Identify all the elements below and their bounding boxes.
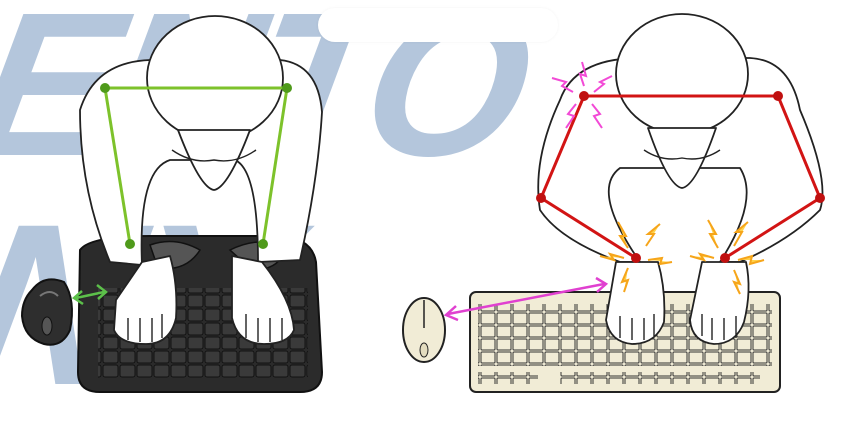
joint-dot <box>579 91 589 101</box>
joint-dot <box>125 239 135 249</box>
correct-posture-panel <box>22 16 322 392</box>
standard-mouse <box>403 298 445 362</box>
joint-dot <box>282 83 292 93</box>
head <box>616 14 748 134</box>
joint-dot <box>258 239 268 249</box>
right-hand <box>690 262 749 344</box>
joint-dot <box>100 83 110 93</box>
joint-dot <box>815 193 825 203</box>
ergonomics-comparison-illustration <box>0 0 858 404</box>
illustration-stage: ENTO NY <box>0 0 858 404</box>
joint-dot <box>631 253 641 263</box>
joint-dot <box>720 253 730 263</box>
left-hand <box>606 262 664 344</box>
joint-dot <box>773 91 783 101</box>
joint-dot <box>536 193 546 203</box>
vertical-mouse <box>22 279 72 344</box>
head <box>147 16 283 140</box>
incorrect-posture-panel <box>403 14 825 392</box>
